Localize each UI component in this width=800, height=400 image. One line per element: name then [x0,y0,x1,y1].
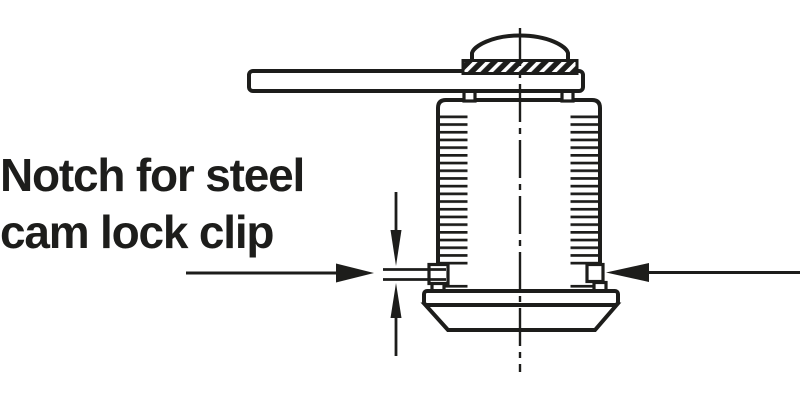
notch-annotation-line1: Notch for steel [0,149,305,201]
dimension-arrow-up-head [390,283,402,318]
notch-right [585,262,605,284]
cam-lever [247,69,585,93]
notch-annotation-line2: cam lock clip [0,206,275,258]
label-leader-head [336,263,374,283]
dimension-arrow-down [390,192,402,266]
right-pointer-arrow [606,263,800,282]
notch-annotation-label: Notch for steel cam lock clip [0,147,390,261]
threads-right [570,112,599,266]
dimension-arrow-down-head [390,230,402,266]
right-pointer-head [606,263,649,282]
threads-left [439,112,468,266]
label-leader-arrow [186,263,374,283]
dimension-arrow-up [390,283,402,356]
